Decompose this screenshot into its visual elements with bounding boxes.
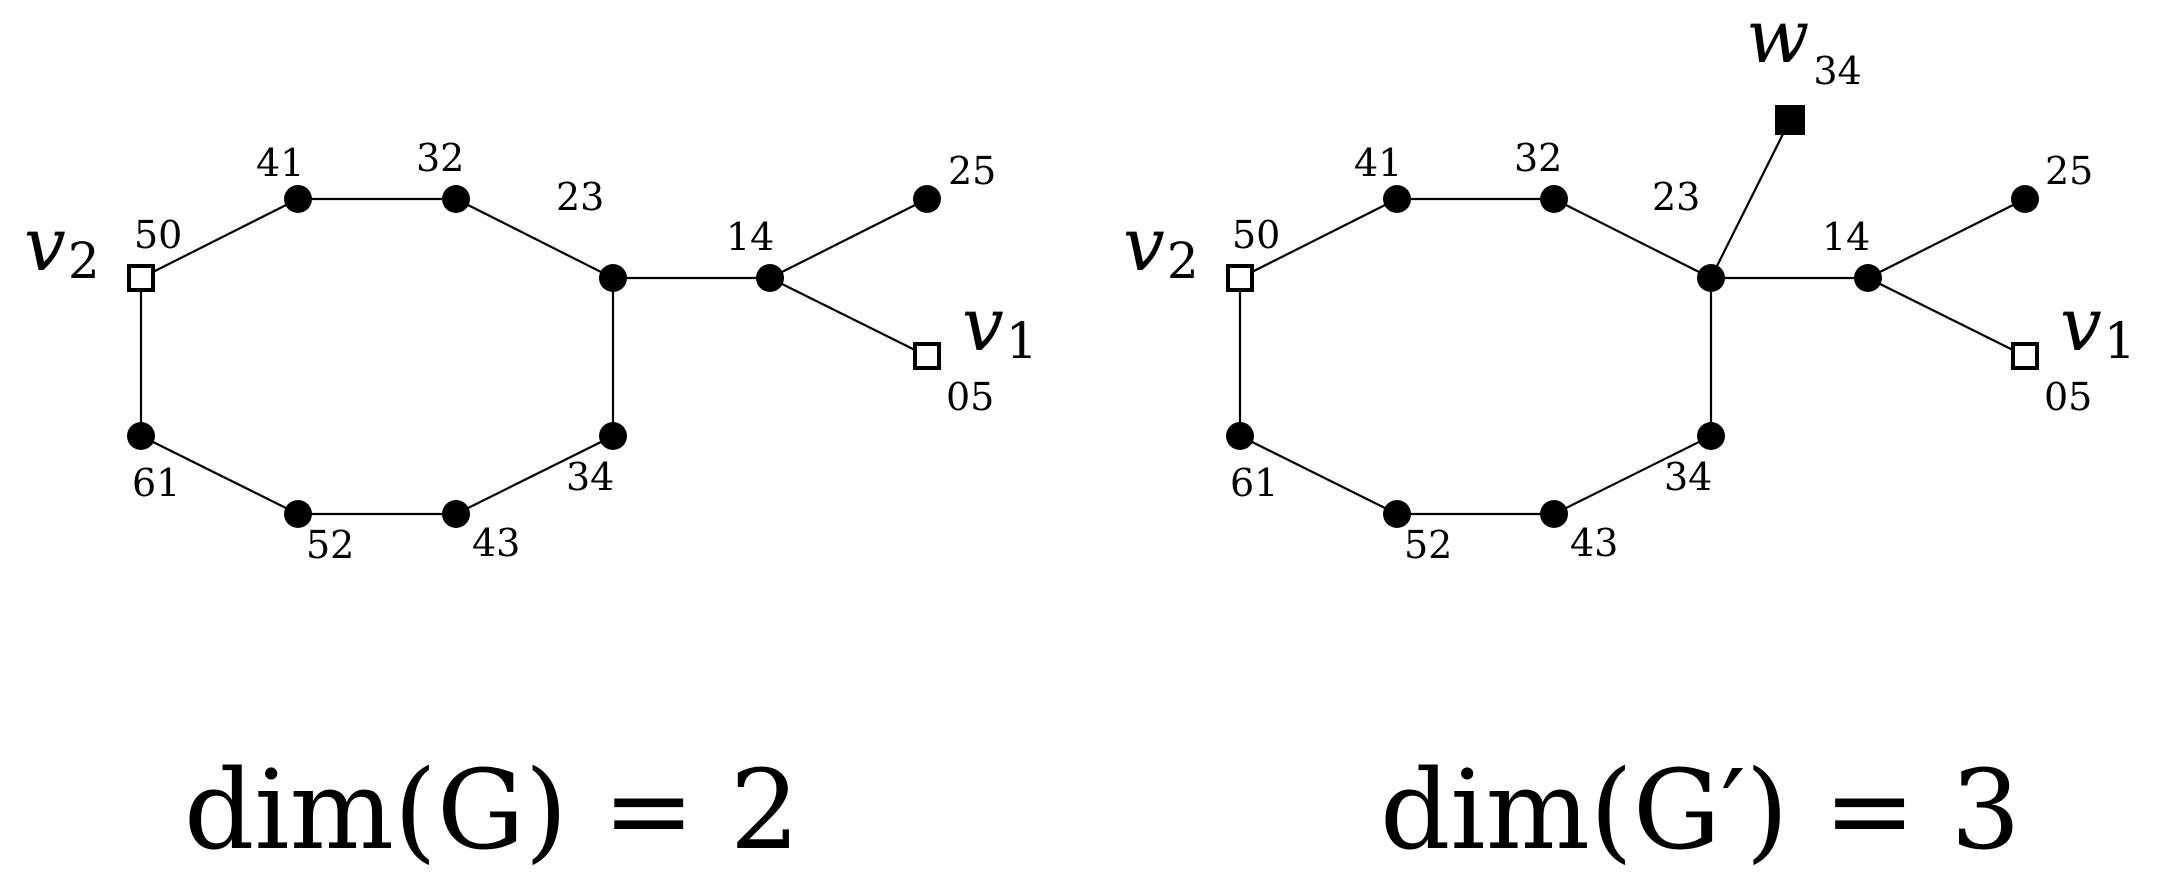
label-25: 25 xyxy=(2045,149,2093,193)
node-61 xyxy=(1226,422,1254,450)
node-52 xyxy=(284,500,312,528)
label-25: 25 xyxy=(948,149,996,193)
label-41: 41 xyxy=(256,141,304,185)
label-34: 34 xyxy=(566,455,614,499)
node-05-landmark xyxy=(2011,342,2039,370)
label-61: 61 xyxy=(132,461,180,505)
node-43 xyxy=(1540,500,1568,528)
edge-14-05 xyxy=(1867,277,2026,357)
node-43 xyxy=(442,500,470,528)
label-34: 34 xyxy=(1664,455,1712,499)
label-50: 50 xyxy=(1232,213,1280,257)
node-14 xyxy=(1854,264,1882,292)
label-14: 14 xyxy=(726,215,774,259)
edge-14-05 xyxy=(769,277,928,357)
label-v1: v1 xyxy=(2060,282,2136,370)
label-v1: v1 xyxy=(962,282,1038,370)
node-34 xyxy=(1697,422,1725,450)
label-23: 23 xyxy=(556,175,604,219)
node-05-landmark xyxy=(913,342,941,370)
label-43: 43 xyxy=(1570,521,1618,565)
node-61 xyxy=(127,422,155,450)
node-w34 xyxy=(1775,105,1805,135)
caption-dim-g-prime: dim(G′) = 3 xyxy=(1380,746,2021,874)
edge-14-25 xyxy=(1867,198,2026,279)
node-50-landmark xyxy=(127,264,155,292)
label-v2: v2 xyxy=(1123,202,1199,290)
node-32 xyxy=(1540,185,1568,213)
edge-43-34 xyxy=(1553,435,1712,515)
graph-g-prime: 41 32 23 14 25 50 05 61 34 52 43 v2 v1 w… xyxy=(1123,0,2136,874)
label-50: 50 xyxy=(134,213,182,257)
label-52: 52 xyxy=(1404,523,1452,567)
graph-g: 41 32 23 14 25 50 05 61 34 52 43 v2 v1 d… xyxy=(24,136,1038,874)
label-32: 32 xyxy=(1514,136,1562,180)
node-34 xyxy=(599,422,627,450)
edge-61-52 xyxy=(1239,435,1398,515)
edge-50-41 xyxy=(1239,198,1398,279)
node-32 xyxy=(442,185,470,213)
node-23 xyxy=(599,264,627,292)
edge-32-h23 xyxy=(455,198,614,279)
label-32: 32 xyxy=(416,136,464,180)
node-41 xyxy=(284,185,312,213)
node-50-landmark xyxy=(1226,264,1254,292)
label-14: 14 xyxy=(1822,215,1870,259)
label-52: 52 xyxy=(306,523,354,567)
node-25 xyxy=(2011,185,2039,213)
edge-h23-w34 xyxy=(1710,119,1791,279)
edge-14-25 xyxy=(769,198,928,279)
node-52 xyxy=(1383,500,1411,528)
label-61: 61 xyxy=(1230,461,1278,505)
label-05: 05 xyxy=(946,375,994,419)
edge-43-34 xyxy=(455,435,614,515)
node-25 xyxy=(913,185,941,213)
label-43: 43 xyxy=(472,521,520,565)
node-14 xyxy=(756,264,784,292)
node-23 xyxy=(1697,264,1725,292)
edge-50-41 xyxy=(140,198,299,279)
label-41: 41 xyxy=(1354,141,1402,185)
node-41 xyxy=(1383,185,1411,213)
edge-61-52 xyxy=(140,435,299,515)
label-05: 05 xyxy=(2044,375,2092,419)
label-v2: v2 xyxy=(24,202,100,290)
label-23: 23 xyxy=(1652,175,1700,219)
edge-32-h23 xyxy=(1553,198,1712,279)
caption-dim-g: dim(G) = 2 xyxy=(184,746,800,874)
